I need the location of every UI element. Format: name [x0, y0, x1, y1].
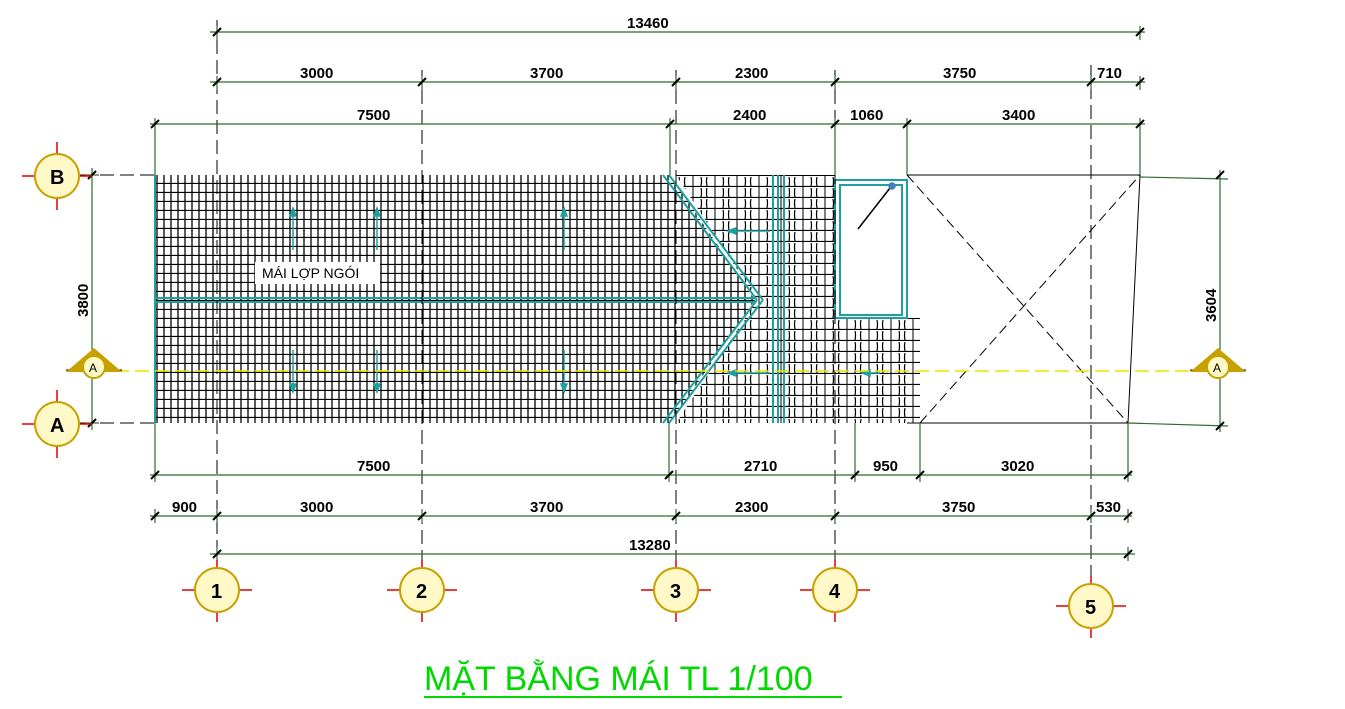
dim-top-4: 3750	[943, 65, 976, 82]
section-marker-left: A	[66, 348, 122, 379]
axis-label-A: A	[50, 415, 64, 437]
axis-label-4: 4	[829, 581, 841, 603]
axis-bubbles: B A 1 2 3	[22, 142, 1126, 638]
section-marker-right: A	[1190, 348, 1246, 379]
drawing-title: MẶT BẰNG MÁI TL 1/100	[424, 660, 813, 698]
roof-label: MÁI LỢP NGÓI	[262, 265, 359, 281]
axis-label-3: 3	[670, 581, 681, 603]
dim-bottom2-5: 3750	[942, 499, 975, 516]
dim-bottom-total: 13280	[629, 537, 671, 554]
dim-top-3: 2300	[735, 65, 768, 82]
dimension-ticks	[87, 27, 1225, 559]
dim-top2-2: 2400	[733, 107, 766, 124]
dim-top-5: 710	[1097, 65, 1122, 82]
dimension-lines	[85, 26, 1229, 561]
axis-label-2: 2	[416, 581, 427, 603]
slope-arrows	[288, 205, 880, 395]
dimension-texts: 13460 3000 3700 2300 3750 710 7500 2400 …	[75, 15, 1220, 554]
axis-bubble-4: 4	[800, 560, 870, 622]
valley-roof-tiles	[676, 175, 835, 423]
dim-right-vertical: 3604	[1203, 288, 1220, 322]
roof-outline	[154, 174, 908, 424]
dim-bottom2-1: 900	[172, 499, 197, 516]
dim-bottom-2: 2710	[744, 458, 777, 475]
axis-label-B: B	[50, 167, 64, 189]
skylight-arrow	[857, 182, 896, 230]
dim-top-total: 13460	[627, 15, 669, 32]
dim-top2-3: 1060	[850, 107, 883, 124]
dim-bottom2-6: 530	[1096, 499, 1121, 516]
roof-label-bg	[255, 262, 380, 284]
dim-top2-4: 3400	[1002, 107, 1035, 124]
axis-bubble-A: A	[22, 390, 92, 458]
axis-bubble-3: 3	[641, 560, 711, 622]
dim-bottom-4: 3020	[1001, 458, 1034, 475]
axis-bubble-5: 5	[1056, 576, 1126, 638]
dim-top2-1: 7500	[357, 107, 390, 124]
dim-bottom-1: 7500	[357, 458, 390, 475]
axis-bubble-2: 2	[387, 560, 457, 622]
axis-label-5: 5	[1085, 597, 1096, 619]
axis-bubble-1: 1	[182, 560, 252, 622]
dim-bottom2-3: 3700	[530, 499, 563, 516]
dim-bottom2-2: 3000	[300, 499, 333, 516]
dim-bottom-3: 950	[873, 458, 898, 475]
section-label-right: A	[1213, 361, 1221, 375]
dim-top-2: 3700	[530, 65, 563, 82]
axis-label-1: 1	[211, 581, 222, 603]
dim-top-1: 3000	[300, 65, 333, 82]
opening-area	[906, 174, 1141, 424]
dim-bottom2-4: 2300	[735, 499, 768, 516]
axis-bubble-B: B	[22, 142, 92, 210]
dim-left-vertical: 3800	[75, 284, 92, 317]
section-label-left: A	[89, 361, 97, 375]
